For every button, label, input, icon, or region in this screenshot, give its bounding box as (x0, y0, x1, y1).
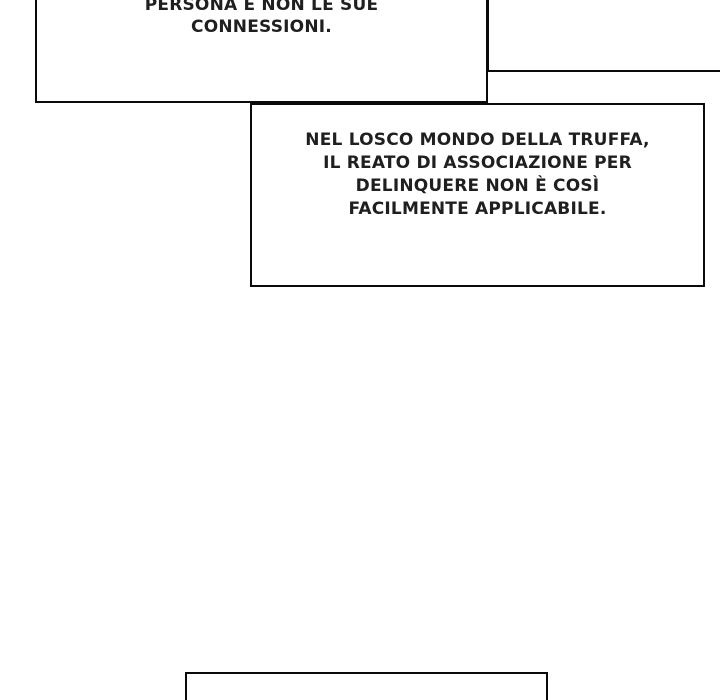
speech-bubble-top-left: PERSONA E NON LE SUE CONNESSIONI. (35, 0, 488, 103)
speech-bubble-middle: NEL LOSCO MONDO DELLA TRUFFA, IL REATO D… (250, 103, 705, 287)
speech-text-line: PERSONA E NON LE SUE (144, 0, 379, 15)
speech-text-line: CONNESSIONI. (191, 17, 332, 37)
speech-bubble-bottom (185, 672, 548, 700)
speech-text-line: DELINQUERE NON È COSÌ (355, 176, 600, 196)
speech-bubble-top-right (487, 0, 720, 72)
speech-text-line: IL REATO DI ASSOCIAZIONE PER (323, 153, 632, 173)
speech-text-line: FACILMENTE APPLICABILE. (348, 199, 607, 219)
speech-bubble-top-left-text: PERSONA E NON LE SUE CONNESSIONI. (37, 0, 486, 38)
speech-text-line: NEL LOSCO MONDO DELLA TRUFFA, (305, 130, 650, 150)
speech-bubble-middle-text: NEL LOSCO MONDO DELLA TRUFFA, IL REATO D… (252, 129, 703, 221)
